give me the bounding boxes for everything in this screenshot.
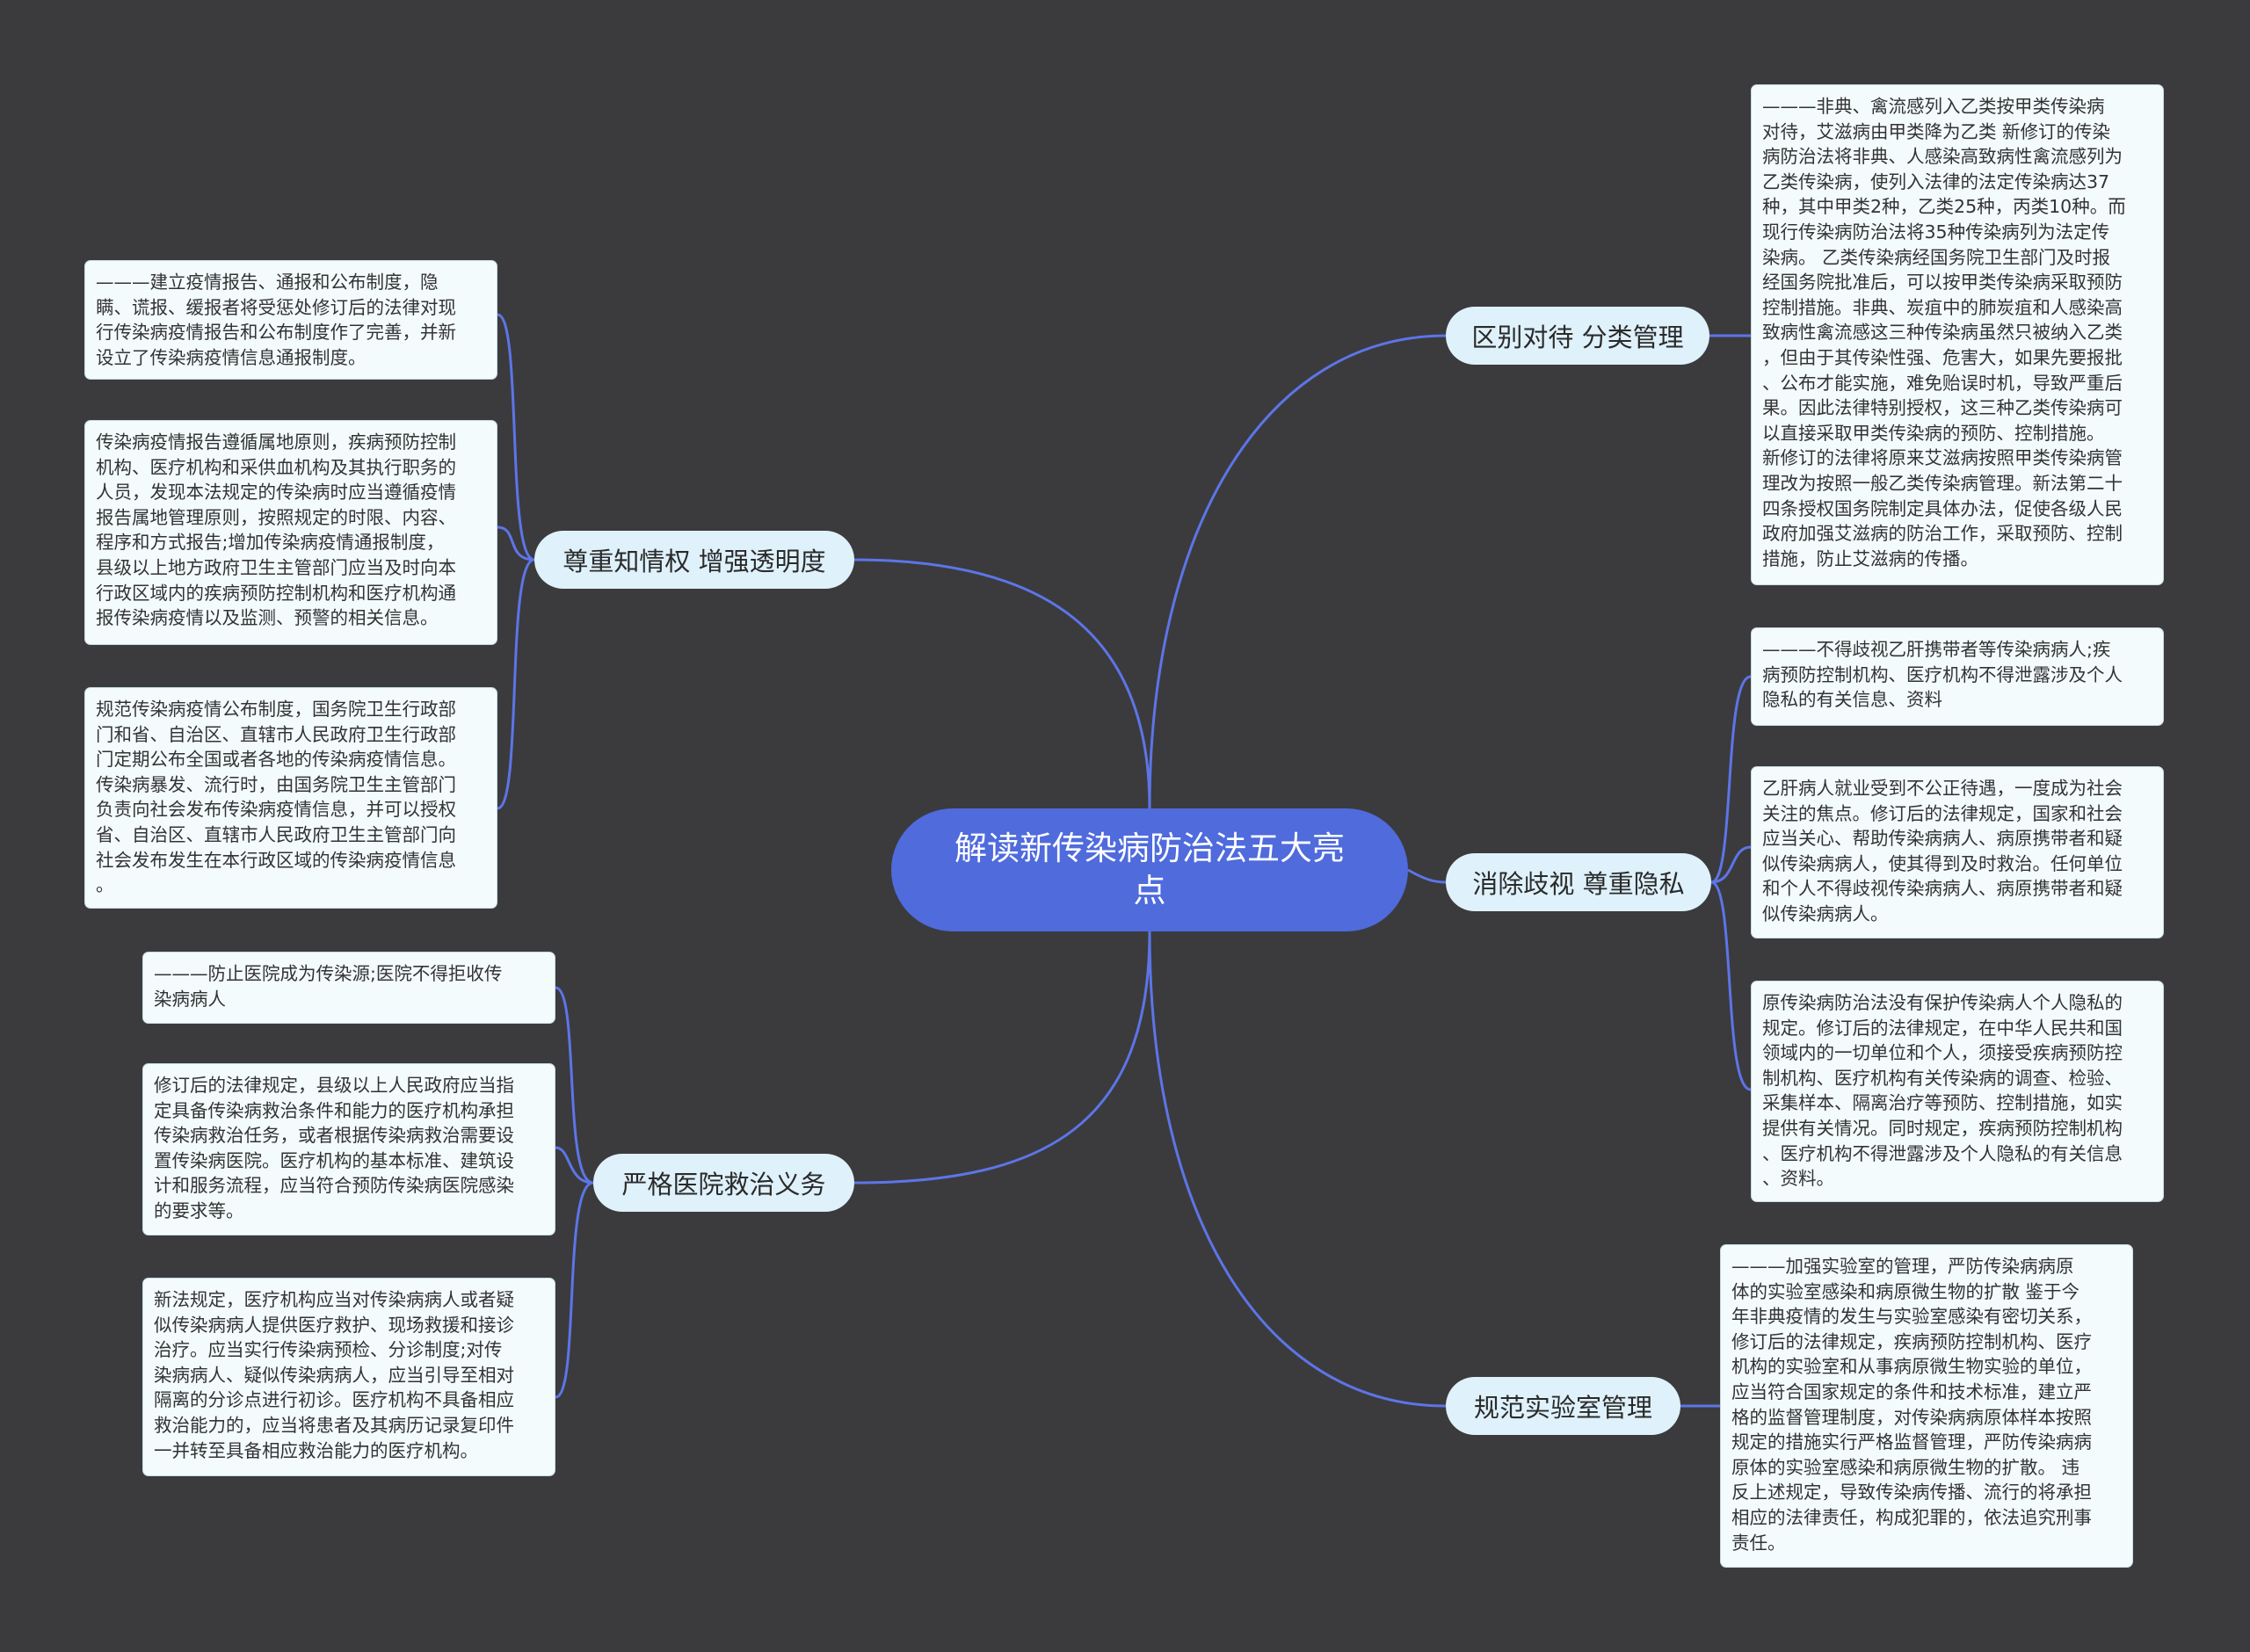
link-branch-4-leaf-2 [555, 1181, 594, 1399]
leaf-hospital-treatment-1[interactable]: ———防止医院成为传染源;医院不得拒收传 染病病人 [142, 952, 555, 1024]
link-root-branch-3 [853, 558, 1151, 809]
link-branch-4-leaf-1 [555, 1146, 594, 1185]
link-branch-3-leaf-0 [497, 313, 535, 562]
leaf-right-to-know-2[interactable]: 传染病疫情报告遵循属地原则，疾病预防控制 机构、医疗机构和采供血机构及其执行职务… [84, 420, 497, 645]
leaf-anti-discrimination-3[interactable]: 原传染病防治法没有保护传染病人个人隐私的 规定。修订后的法律规定，在中华人民共和… [1751, 981, 2164, 1202]
leaf-classified-management-1[interactable]: ———非典、禽流感列入乙类按甲类传染病 对待，艾滋病由甲类降为乙类 新修订的传染… [1751, 84, 2164, 585]
branch-classified-management[interactable]: 区别对待 分类管理 [1446, 307, 1709, 365]
link-root-branch-4 [853, 931, 1151, 1185]
leaf-hospital-treatment-3[interactable]: 新法规定，医疗机构应当对传染病病人或者疑 似传染病病人提供医疗救护、现场救援和接… [142, 1278, 555, 1476]
root-topic[interactable]: 解读新传染病防治法五大亮点 [891, 808, 1408, 931]
leaf-right-to-know-3[interactable]: 规范传染病疫情公布制度，国务院卫生行政部 门和省、自治区、直辖市人民政府卫生行政… [84, 687, 497, 909]
link-root-branch-2 [1148, 931, 1447, 1408]
branch-laboratory-management[interactable]: 规范实验室管理 [1446, 1377, 1680, 1435]
link-branch-3-leaf-1 [497, 525, 535, 562]
branch-hospital-treatment-duty[interactable]: 严格医院救治义务 [593, 1154, 854, 1212]
branch-anti-discrimination-privacy[interactable]: 消除歧视 尊重隐私 [1446, 853, 1711, 911]
leaf-right-to-know-1[interactable]: ———建立疫情报告、通报和公布制度，隐 瞒、谎报、缓报者将受惩处修订后的法律对现… [84, 260, 497, 380]
link-branch-1-leaf-0 [1710, 675, 1752, 884]
link-root-branch-0 [1148, 334, 1447, 809]
link-branch-3-leaf-2 [497, 558, 535, 810]
link-branch-1-leaf-1 [1710, 845, 1752, 884]
leaf-anti-discrimination-1[interactable]: ———不得歧视乙肝携带者等传染病病人;疾 病预防控制机构、医疗机构不得泄露涉及个… [1751, 627, 2164, 726]
link-root-branch-1 [1407, 868, 1447, 884]
leaf-laboratory-management-1[interactable]: ———加强实验室的管理，严防传染病病原 体的实验室感染和病原微生物的扩散 鉴于今… [1720, 1244, 2133, 1568]
link-branch-1-leaf-2 [1710, 880, 1752, 1091]
leaf-anti-discrimination-2[interactable]: 乙肝病人就业受到不公正待遇，一度成为社会 关注的焦点。修订后的法律规定，国家和社… [1751, 766, 2164, 938]
link-branch-4-leaf-0 [555, 986, 594, 1185]
branch-right-to-know[interactable]: 尊重知情权 增强透明度 [534, 531, 854, 589]
leaf-hospital-treatment-2[interactable]: 修订后的法律规定，县级以上人民政府应当指 定具备传染病救治条件和能力的医疗机构承… [142, 1063, 555, 1235]
